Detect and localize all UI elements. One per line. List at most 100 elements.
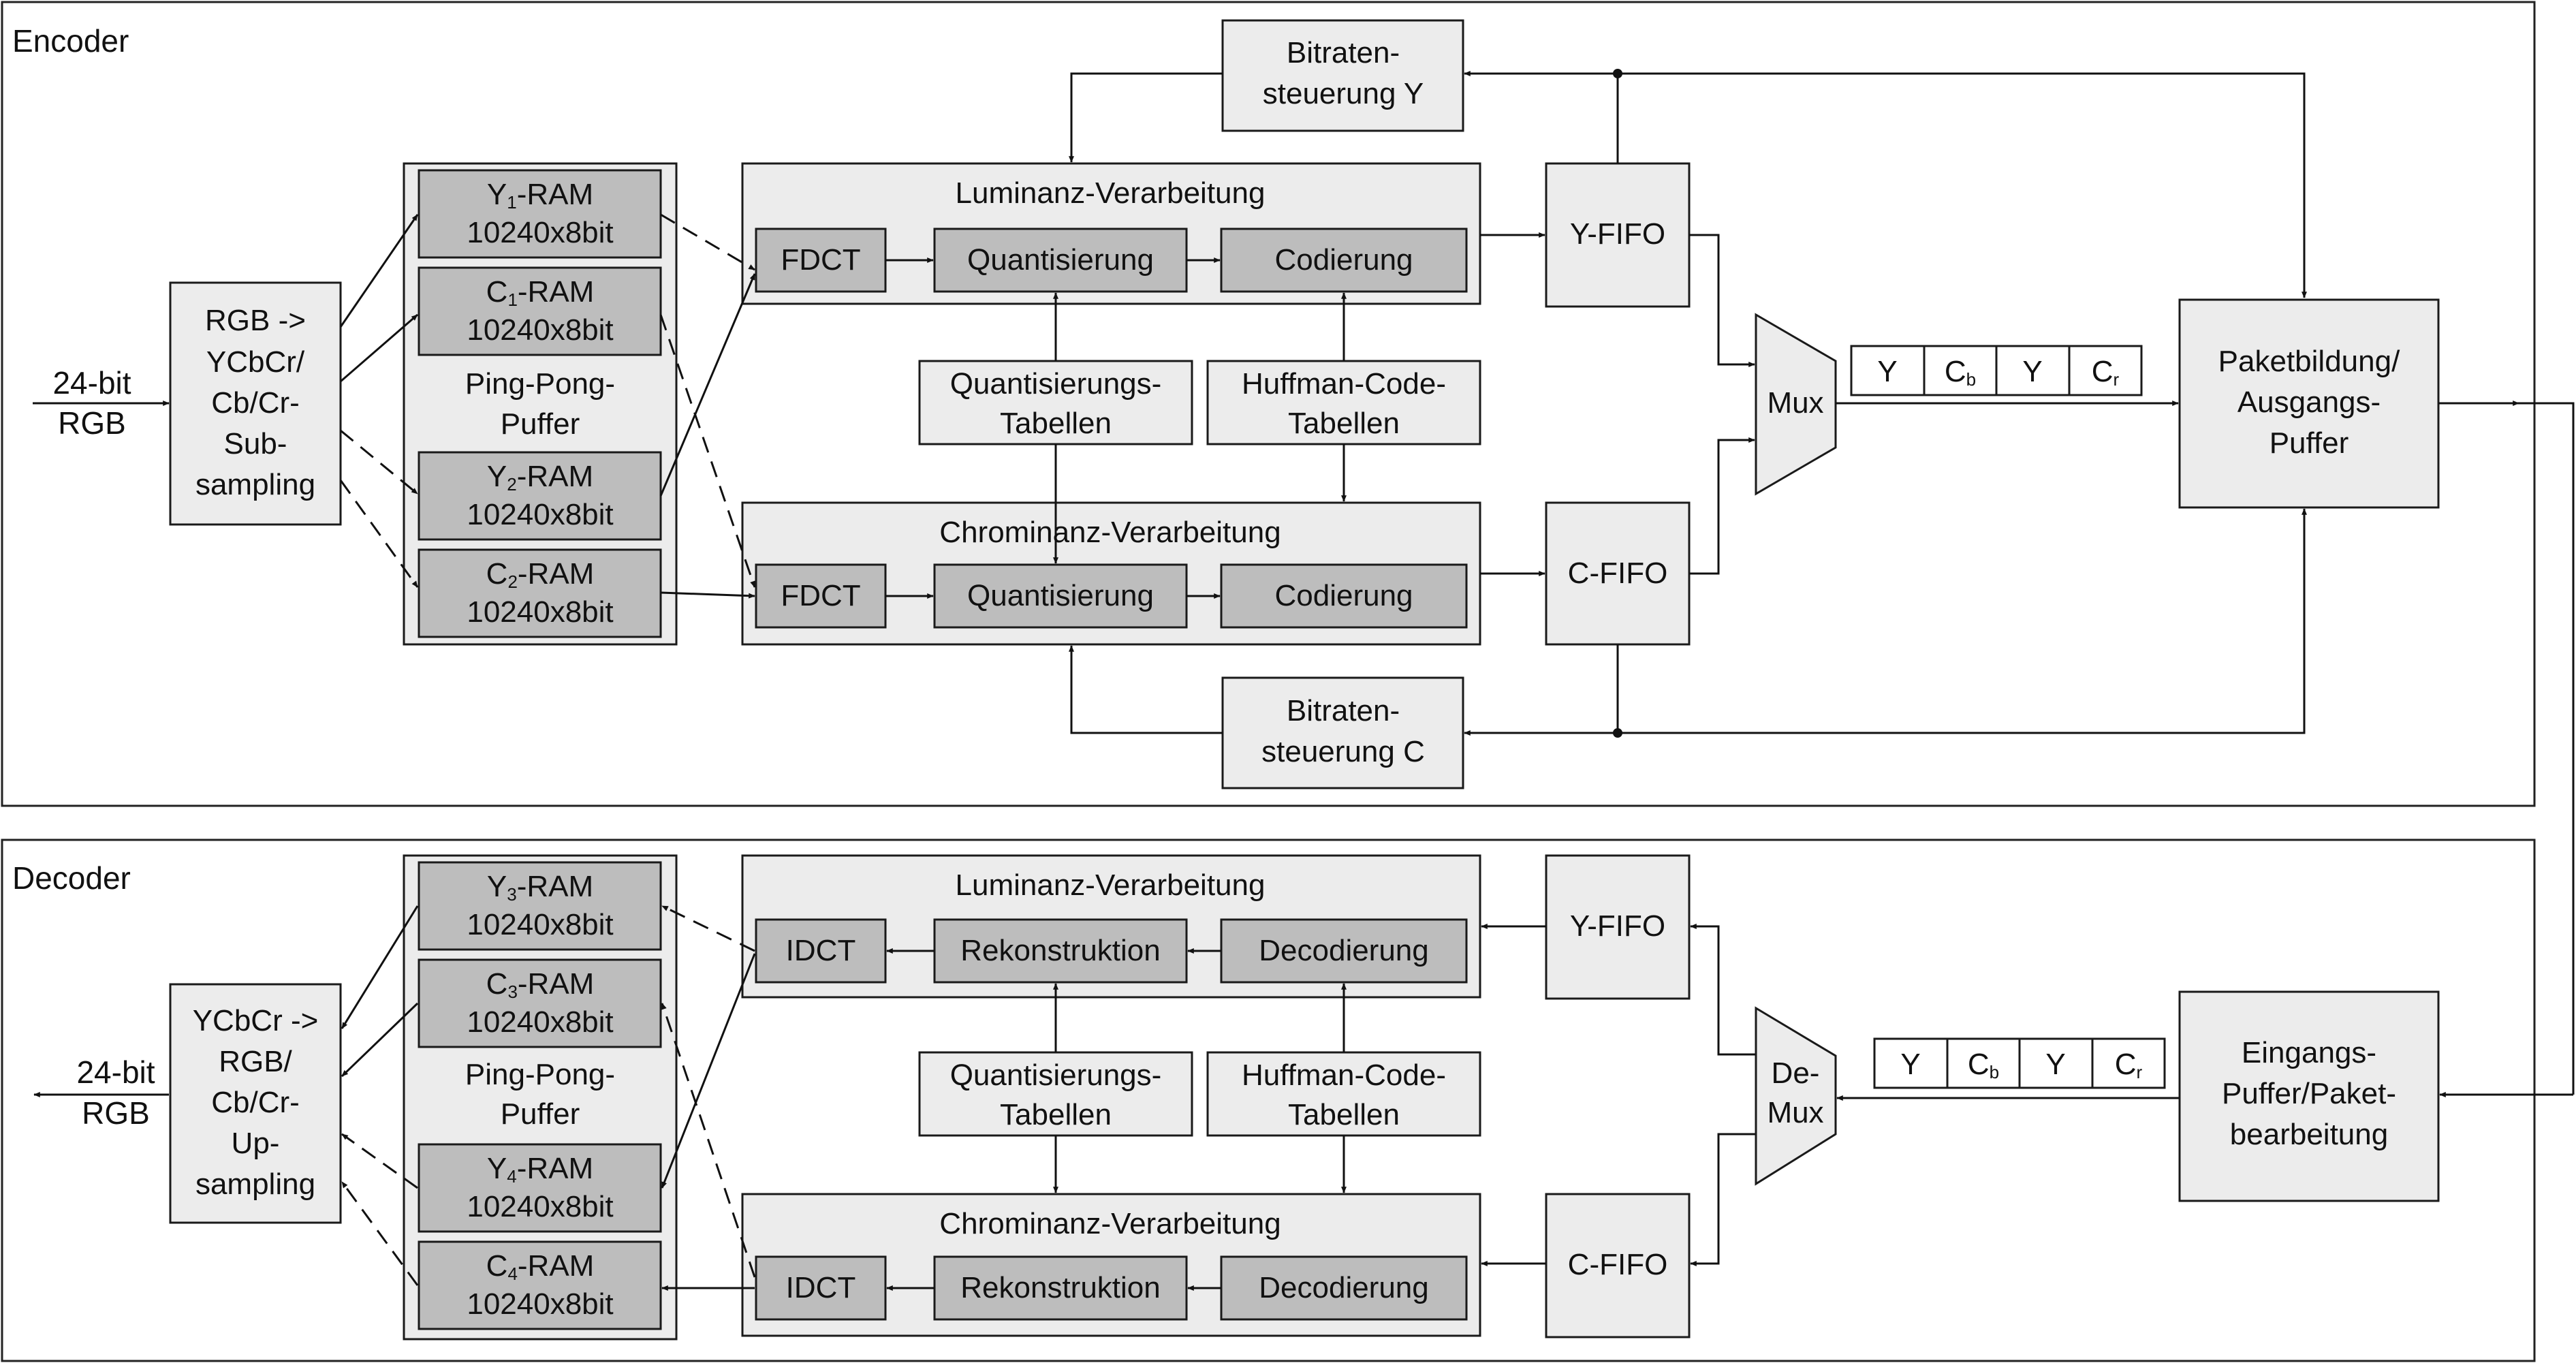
dec-stream-cell xyxy=(2091,1037,2166,1089)
conv-to-c1 xyxy=(340,313,418,383)
c4-to-conv xyxy=(341,1181,419,1286)
decoder-stream: Y Cb Y Cr xyxy=(1873,1037,2166,1089)
demux-label-2: Mux xyxy=(1767,1096,1823,1129)
ram-y2-name: Y2-RAM xyxy=(487,460,593,495)
ram-c1-name: C1-RAM xyxy=(486,275,595,310)
dec-converter-line-3: Cb/Cr- xyxy=(211,1086,300,1119)
dec-luma-idct-label: IDCT xyxy=(786,934,856,967)
ram-y2 xyxy=(418,451,662,541)
demux-label-1: De- xyxy=(1772,1056,1820,1090)
quant-tables-box xyxy=(918,360,1193,445)
encoder-title: Encoder xyxy=(12,23,129,59)
dec-converter-line-1: YCbCr -> xyxy=(193,1004,319,1037)
rate-y-to-luma xyxy=(1069,72,1223,163)
packet-line-1: Paketbildung/ xyxy=(2218,345,2400,378)
y-fifo-box xyxy=(1545,162,1691,308)
luma-quantisierung xyxy=(933,228,1188,293)
encoder-stream: Y Cb Y Cr xyxy=(1850,345,2143,396)
dec-luma-idct xyxy=(755,918,887,984)
converter-line-4: Sub- xyxy=(224,427,287,460)
chroma-codierung xyxy=(1220,563,1468,629)
chroma-quantisierung-label: Quantisierung xyxy=(967,579,1154,612)
dec-chroma-title: Chrominanz-Verarbeitung xyxy=(939,1207,1281,1240)
y4-to-conv xyxy=(341,1133,418,1189)
quant-tables-line-2: Tabellen xyxy=(1000,407,1112,440)
luma-codierung xyxy=(1220,228,1468,293)
chroma-quantisierung xyxy=(933,563,1188,629)
dec-packet-line-3: bearbeitung xyxy=(2230,1118,2388,1151)
luma-codierung-label: Codierung xyxy=(1274,243,1413,277)
dec-c-fifo-box xyxy=(1545,1193,1691,1338)
cfifo-to-mux xyxy=(1689,437,1755,575)
dec-stream-cell-label: Y xyxy=(2045,1048,2065,1081)
decoder-title: Decoder xyxy=(12,860,131,896)
huffman-tables-line-2: Tabellen xyxy=(1288,407,1400,440)
converter-line-2: YCbCr/ xyxy=(206,345,305,379)
converter-line-1: RGB -> xyxy=(205,304,306,337)
junction-c xyxy=(1613,728,1622,738)
ycbcr-to-rgb-box xyxy=(169,983,342,1224)
demux-block xyxy=(1755,1006,1837,1186)
dec-stream-cell xyxy=(2018,1037,2094,1089)
dec-stream-cell xyxy=(1946,1037,2021,1089)
dec-chroma-idct-label: IDCT xyxy=(786,1271,856,1304)
dec-packet-line-1: Eingangs- xyxy=(2242,1036,2376,1069)
stream-cell-label: Cr xyxy=(2092,355,2120,390)
luma-processing-title: Luminanz-Verarbeitung xyxy=(956,176,1266,210)
quant-tables-line-1: Quantisierungs- xyxy=(950,367,1162,401)
ram-c2-size: 10240x8bit xyxy=(467,595,613,629)
mux-block xyxy=(1755,313,1837,496)
c-fifo-label: C-FIFO xyxy=(1568,557,1668,590)
chroma-fdct-label: FDCT xyxy=(781,579,860,612)
ram-c4-size: 10240x8bit xyxy=(467,1287,613,1321)
dec-huffman-tables-line-2: Tabellen xyxy=(1288,1098,1400,1131)
idct-to-y4 xyxy=(661,953,756,1189)
dec-chroma-rekonstruktion xyxy=(933,1255,1188,1321)
decoder-output-bits: 24-bit xyxy=(76,1054,155,1090)
rate-c-to-chroma xyxy=(1069,645,1223,734)
ram-y4-size: 10240x8bit xyxy=(467,1190,613,1223)
conv-to-y1 xyxy=(339,214,419,328)
ram-c1-size: 10240x8bit xyxy=(467,313,613,347)
dec-luma-decodierung-label: Decodierung xyxy=(1259,934,1429,967)
dec-c-fifo-label: C-FIFO xyxy=(1568,1248,1668,1281)
c3-to-conv xyxy=(341,1002,419,1078)
packet-line-2: Ausgangs- xyxy=(2237,386,2381,419)
ram-c4-name: C4-RAM xyxy=(486,1249,595,1284)
yfifo-to-mux xyxy=(1689,234,1755,367)
dec-packet-line-2: Puffer/Paket- xyxy=(2222,1077,2396,1110)
dec-converter-line-4: Up- xyxy=(232,1127,280,1160)
encoder-input-bits: 24-bit xyxy=(52,365,131,401)
buffer-label-1: Ping-Pong- xyxy=(465,367,615,401)
ram-c3-size: 10240x8bit xyxy=(467,1005,613,1039)
ram-c3-name: C3-RAM xyxy=(486,967,595,1002)
rate-control-c xyxy=(1221,676,1464,789)
converter-line-5: sampling xyxy=(195,468,315,501)
ram-c2-name: C2-RAM xyxy=(486,557,595,592)
c2-to-fdct xyxy=(660,591,755,599)
y3-to-conv xyxy=(341,905,419,1029)
y-fifo-label: Y-FIFO xyxy=(1570,217,1665,251)
ram-c2 xyxy=(418,548,662,638)
huffman-tables-box xyxy=(1206,360,1481,445)
dec-buffer-label-2: Puffer xyxy=(501,1097,580,1131)
cfifo-to-packet xyxy=(1618,508,2307,734)
huffman-tables-line-1: Huffman-Code- xyxy=(1242,367,1446,401)
chroma-processing-title: Chrominanz-Verarbeitung xyxy=(939,516,1281,549)
dec-buffer-label-1: Ping-Pong- xyxy=(465,1058,615,1091)
ram-y1-name: Y1-RAM xyxy=(487,178,593,213)
stream-cell xyxy=(1923,345,1998,396)
ram-y4-name: Y4-RAM xyxy=(487,1152,593,1187)
rate-control-c-line-2: steuerung C xyxy=(1261,735,1425,768)
mux-label: Mux xyxy=(1767,386,1823,420)
ram-c4 xyxy=(418,1240,662,1330)
ram-y3-size: 10240x8bit xyxy=(467,908,613,941)
ram-y2-size: 10240x8bit xyxy=(467,498,613,531)
conv-to-c2 xyxy=(339,480,419,588)
rate-control-c-line-1: Bitraten- xyxy=(1287,694,1400,727)
stream-cell-label: Cb xyxy=(1945,355,1976,390)
dec-stream-cell-label: Cr xyxy=(2115,1048,2143,1082)
rate-control-y-line-2: steuerung Y xyxy=(1263,77,1424,110)
packet-line-3: Puffer xyxy=(2269,426,2349,460)
